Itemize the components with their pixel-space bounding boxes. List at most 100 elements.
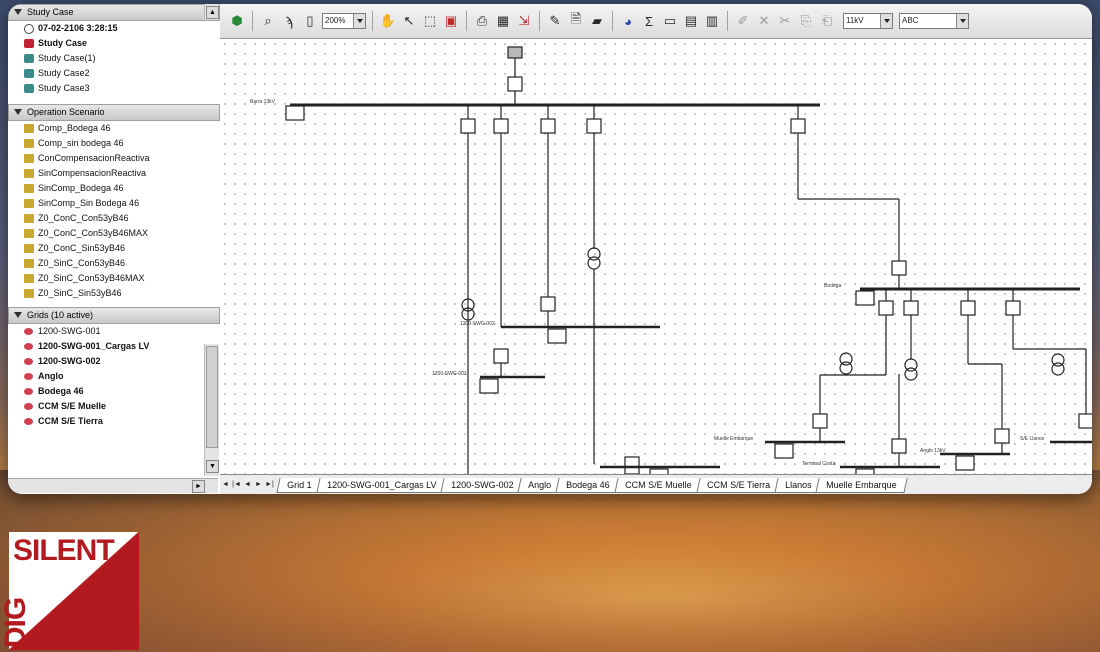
breaker-box[interactable] (493, 348, 509, 364)
llanos-label[interactable]: S/E Llanos (1020, 436, 1045, 442)
operation-scenario-item[interactable]: Z0_SinC_Con53yB46MAX (8, 271, 220, 286)
study-case-scrollbar[interactable]: ▲ (204, 4, 219, 20)
operation-scenario-item[interactable]: ConCompensacionReactiva (8, 151, 220, 166)
grid-item[interactable]: Bodega 46 (8, 384, 220, 399)
grids-header[interactable]: Grids (10 active) (8, 307, 220, 324)
select-arrow-icon[interactable]: ↖ (403, 13, 415, 28)
scroll-left-icon[interactable]: ◄ (222, 481, 229, 488)
diagram-layout-icon[interactable]: ▥ (705, 13, 719, 28)
breaker-box[interactable] (1005, 300, 1021, 316)
single-line-diagram[interactable] (220, 39, 1092, 474)
transformer-winding[interactable] (461, 307, 475, 321)
breaker-box[interactable] (540, 296, 556, 312)
breaker-box[interactable] (540, 118, 556, 134)
bus-box[interactable] (855, 290, 875, 306)
breaker-box[interactable] (994, 428, 1010, 444)
study-case-item[interactable]: Study Case(1) (8, 51, 220, 66)
grid-tab[interactable]: Grid 1 (276, 477, 323, 493)
scrollbar-thumb[interactable] (206, 346, 218, 448)
cut-icon[interactable]: ✂ (779, 13, 791, 28)
folder-icon[interactable]: ▰ (592, 13, 602, 28)
scroll-right-icon[interactable]: ► (192, 480, 205, 493)
grids-scrollbar[interactable]: ▼ (204, 344, 219, 476)
transformer-winding[interactable] (587, 256, 601, 270)
breaker-box[interactable] (891, 260, 907, 276)
bus2-label[interactable]: 1200-SWG-002 (460, 321, 495, 327)
bus-box[interactable] (855, 468, 875, 474)
grid-tab[interactable]: 1200-SWG-001_Cargas LV (315, 477, 447, 493)
table-icon[interactable]: ▤ (684, 13, 698, 28)
delete-icon[interactable]: ✕ (758, 13, 770, 28)
document-icon[interactable]: 🗎 (570, 11, 582, 26)
text-style-select[interactable]: ABC (899, 13, 969, 29)
terminal-label[interactable]: Terminal Costa (802, 461, 836, 467)
paste-icon[interactable]: ⎗ (821, 13, 833, 28)
muelle-embarque-label[interactable]: Muelle Embarque (714, 436, 754, 442)
freeze-icon[interactable]: ▣ (444, 13, 458, 28)
transformer-winding[interactable] (1051, 353, 1065, 367)
operation-scenario-item[interactable]: SinComp_Sin Bodega 46 (8, 196, 220, 211)
breaker-box[interactable] (891, 438, 907, 454)
scroll-down-icon[interactable]: ▼ (206, 460, 219, 473)
grid-view-icon[interactable]: ▦ (496, 13, 510, 28)
bus-box[interactable] (774, 443, 794, 459)
grid-tab[interactable]: Muelle Embarque (815, 477, 908, 493)
operation-scenario-item[interactable]: Z0_ConC_Con53yB46MAX (8, 226, 220, 241)
bus-box[interactable] (547, 328, 567, 344)
bus-box[interactable] (285, 105, 305, 121)
study-case-item[interactable]: Study Case2 (8, 66, 220, 81)
breaker-box[interactable] (507, 76, 523, 92)
anglo-label[interactable]: Anglo 13kV (920, 448, 946, 454)
network-icon[interactable]: ⬢ (231, 13, 243, 28)
grid-item[interactable]: 1200-SWG-001_Cargas LV (8, 339, 220, 354)
transformer-winding[interactable] (839, 352, 853, 366)
zoom-back-icon[interactable]: ϡ (285, 13, 293, 29)
breaker-box[interactable] (493, 118, 509, 134)
grid-tab[interactable]: Llanos (773, 477, 822, 493)
transformer-winding[interactable] (904, 367, 918, 381)
grid-tab[interactable]: CCM S/E Muelle (614, 477, 703, 493)
copy-icon[interactable]: ⎘ (800, 13, 812, 28)
transformer-winding[interactable] (461, 298, 475, 312)
next-tab-icon[interactable]: ► (255, 481, 262, 488)
study-case-item[interactable]: Study Case (8, 36, 220, 51)
grid-tab[interactable]: 1200-SWG-002 (440, 477, 525, 493)
breaker-box[interactable] (460, 118, 476, 134)
bus-box[interactable] (479, 378, 499, 394)
operation-scenario-item[interactable]: Comp_Bodega 46 (8, 121, 220, 136)
pan-hand-icon[interactable]: ✋ (379, 13, 397, 28)
bus-box[interactable] (649, 468, 669, 474)
grid-item[interactable]: 1200-SWG-001 (8, 324, 220, 339)
breaker-box[interactable] (878, 300, 894, 316)
results-box-icon[interactable]: ▭ (663, 13, 677, 28)
operation-scenario-header[interactable]: Operation Scenario (8, 104, 220, 121)
bodega-busbar-label[interactable]: Bodega (824, 283, 842, 289)
main-busbar-label[interactable]: Barra 13kV (250, 99, 276, 105)
edit-icon[interactable]: ✐ (737, 13, 749, 28)
zoom-in-icon[interactable]: ⌕ (264, 13, 272, 28)
page-icon[interactable]: ▯ (306, 13, 314, 28)
breaker-box[interactable] (960, 300, 976, 316)
breaker-box[interactable] (790, 118, 806, 134)
grid-item[interactable]: CCM S/E Muelle (8, 399, 220, 414)
study-case-header[interactable]: Study Case (8, 4, 220, 21)
single-line-diagram-canvas[interactable]: Barra 13kV 1200-SWG-002 1200-SWG-001 Bod… (220, 39, 1092, 474)
insert-element-icon[interactable]: ⇲ (518, 13, 530, 28)
breaker-box[interactable] (903, 300, 919, 316)
transformer-winding[interactable] (1051, 362, 1065, 376)
last-tab-icon[interactable]: ►| (265, 481, 274, 488)
panel-horizontal-scrollbar[interactable]: ► (8, 478, 218, 493)
print-icon[interactable]: ⎙ (476, 13, 488, 28)
color-palette-icon[interactable]: ◕ (624, 13, 632, 29)
zoom-select[interactable]: 200% (322, 13, 366, 29)
voltage-select[interactable]: 11kV (843, 13, 893, 29)
operation-scenario-item[interactable]: SinComp_Bodega 46 (8, 181, 220, 196)
operation-scenario-item[interactable]: Z0_SinC_Con53yB46 (8, 256, 220, 271)
grid-item[interactable]: 1200-SWG-002 (8, 354, 220, 369)
breaker-box[interactable] (812, 413, 828, 429)
operation-scenario-item[interactable]: Z0_SinC_Sin53yB46 (8, 286, 220, 301)
bus-box[interactable] (955, 455, 975, 471)
prev-tab-icon[interactable]: ◄ (244, 481, 251, 488)
operation-scenario-item[interactable]: Z0_ConC_Con53yB46 (8, 211, 220, 226)
first-tab-icon[interactable]: |◄ (232, 481, 241, 488)
